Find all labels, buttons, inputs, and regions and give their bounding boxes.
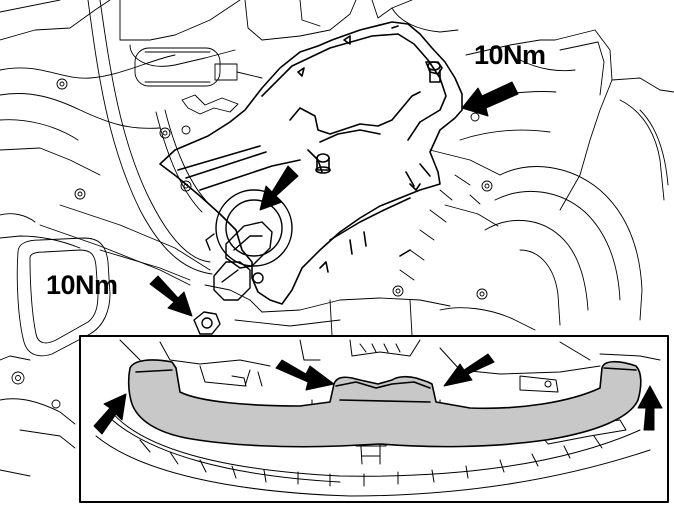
inset-detail	[79, 335, 669, 503]
nut-icon	[11, 78, 493, 409]
pointer-arrow-icon	[93, 353, 663, 435]
engine-bay-background	[0, 0, 674, 477]
air-guide-seal	[127, 359, 642, 448]
cover-plate	[159, 21, 463, 305]
nut-icon	[193, 311, 221, 335]
torque-label-top: 10Nm	[474, 40, 546, 70]
pointer-arrow-icon	[149, 81, 519, 317]
torque-label-left: 10Nm	[46, 270, 118, 300]
connector-icon	[205, 189, 293, 301]
